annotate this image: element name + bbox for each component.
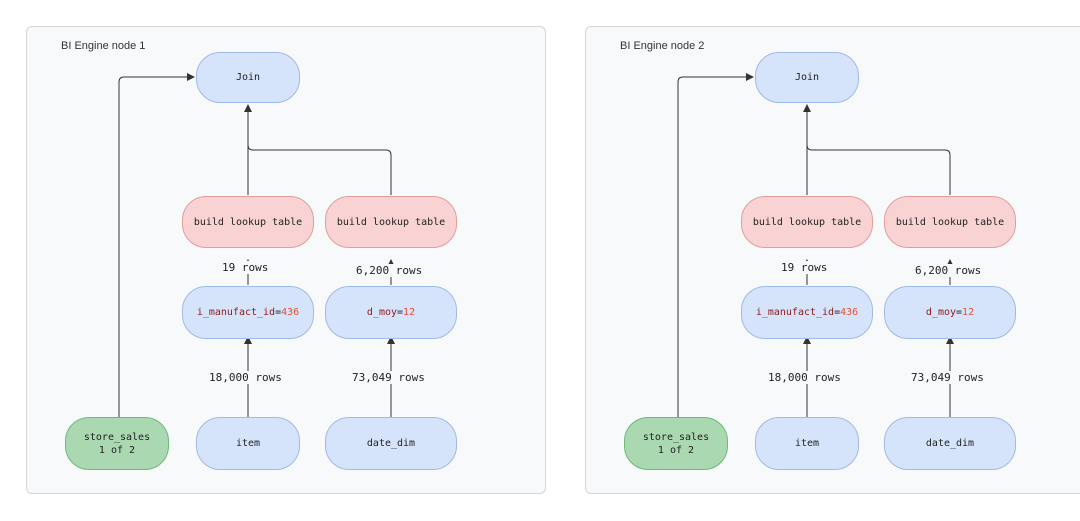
filter-field: i_manufact_id — [196, 307, 276, 318]
panel-title: BI Engine node 2 — [620, 40, 705, 52]
filter-field: d_moy — [366, 307, 398, 318]
item-node: item — [755, 417, 859, 470]
filter-node-manufact: i_manufact_id = 436 — [741, 286, 873, 339]
filter-operator: = — [834, 307, 841, 318]
filter-value: 436 — [281, 307, 300, 318]
edge-label-rows: 73,049 rows — [350, 371, 427, 384]
filter-value: 12 — [403, 307, 416, 318]
edge-label-rows: 6,200 rows — [354, 264, 425, 277]
edge-store-sales-to-join — [677, 73, 754, 417]
date-dim-node: date_dim — [325, 417, 457, 470]
filter-node-moy: d_moy=12 — [325, 286, 457, 339]
filter-value: 12 — [962, 307, 975, 318]
join-node: Join — [196, 52, 300, 103]
lookup-table-node-right: build lookup table — [325, 196, 457, 248]
store-sales-node: store_sales 1 of 2 — [624, 417, 728, 470]
filter-value: 436 — [840, 307, 859, 318]
edge-lookup-right-to-join — [247, 144, 392, 195]
filter-field: d_moy — [925, 307, 957, 318]
filter-field: i_manufact_id — [755, 307, 835, 318]
store-sales-node: store_sales 1 of 2 — [65, 417, 169, 470]
bi-engine-node-1-panel: BI Engine node 1 Join build lookup table… — [26, 26, 546, 494]
edge-lookup-right-to-join — [806, 144, 951, 195]
edge-label-rows: 6,200 rows — [913, 264, 984, 277]
edge-label-rows: 19 rows — [220, 261, 271, 274]
filter-operator: = — [956, 307, 963, 318]
filter-node-moy: d_moy=12 — [884, 286, 1016, 339]
panel-title: BI Engine node 1 — [61, 40, 146, 52]
lookup-table-node-right: build lookup table — [884, 196, 1016, 248]
lookup-table-node-left: build lookup table — [182, 196, 314, 248]
bi-engine-node-2-panel: BI Engine node 2 Join build lookup table… — [585, 26, 1080, 494]
edge-store-sales-to-join — [118, 73, 195, 417]
filter-operator: = — [275, 307, 282, 318]
join-node: Join — [755, 52, 859, 103]
lookup-table-node-left: build lookup table — [741, 196, 873, 248]
edge-label-rows: 18,000 rows — [207, 371, 284, 384]
item-node: item — [196, 417, 300, 470]
filter-operator: = — [397, 307, 404, 318]
date-dim-node: date_dim — [884, 417, 1016, 470]
filter-node-manufact: i_manufact_id = 436 — [182, 286, 314, 339]
edge-label-rows: 18,000 rows — [766, 371, 843, 384]
edge-label-rows: 19 rows — [779, 261, 830, 274]
edge-label-rows: 73,049 rows — [909, 371, 986, 384]
